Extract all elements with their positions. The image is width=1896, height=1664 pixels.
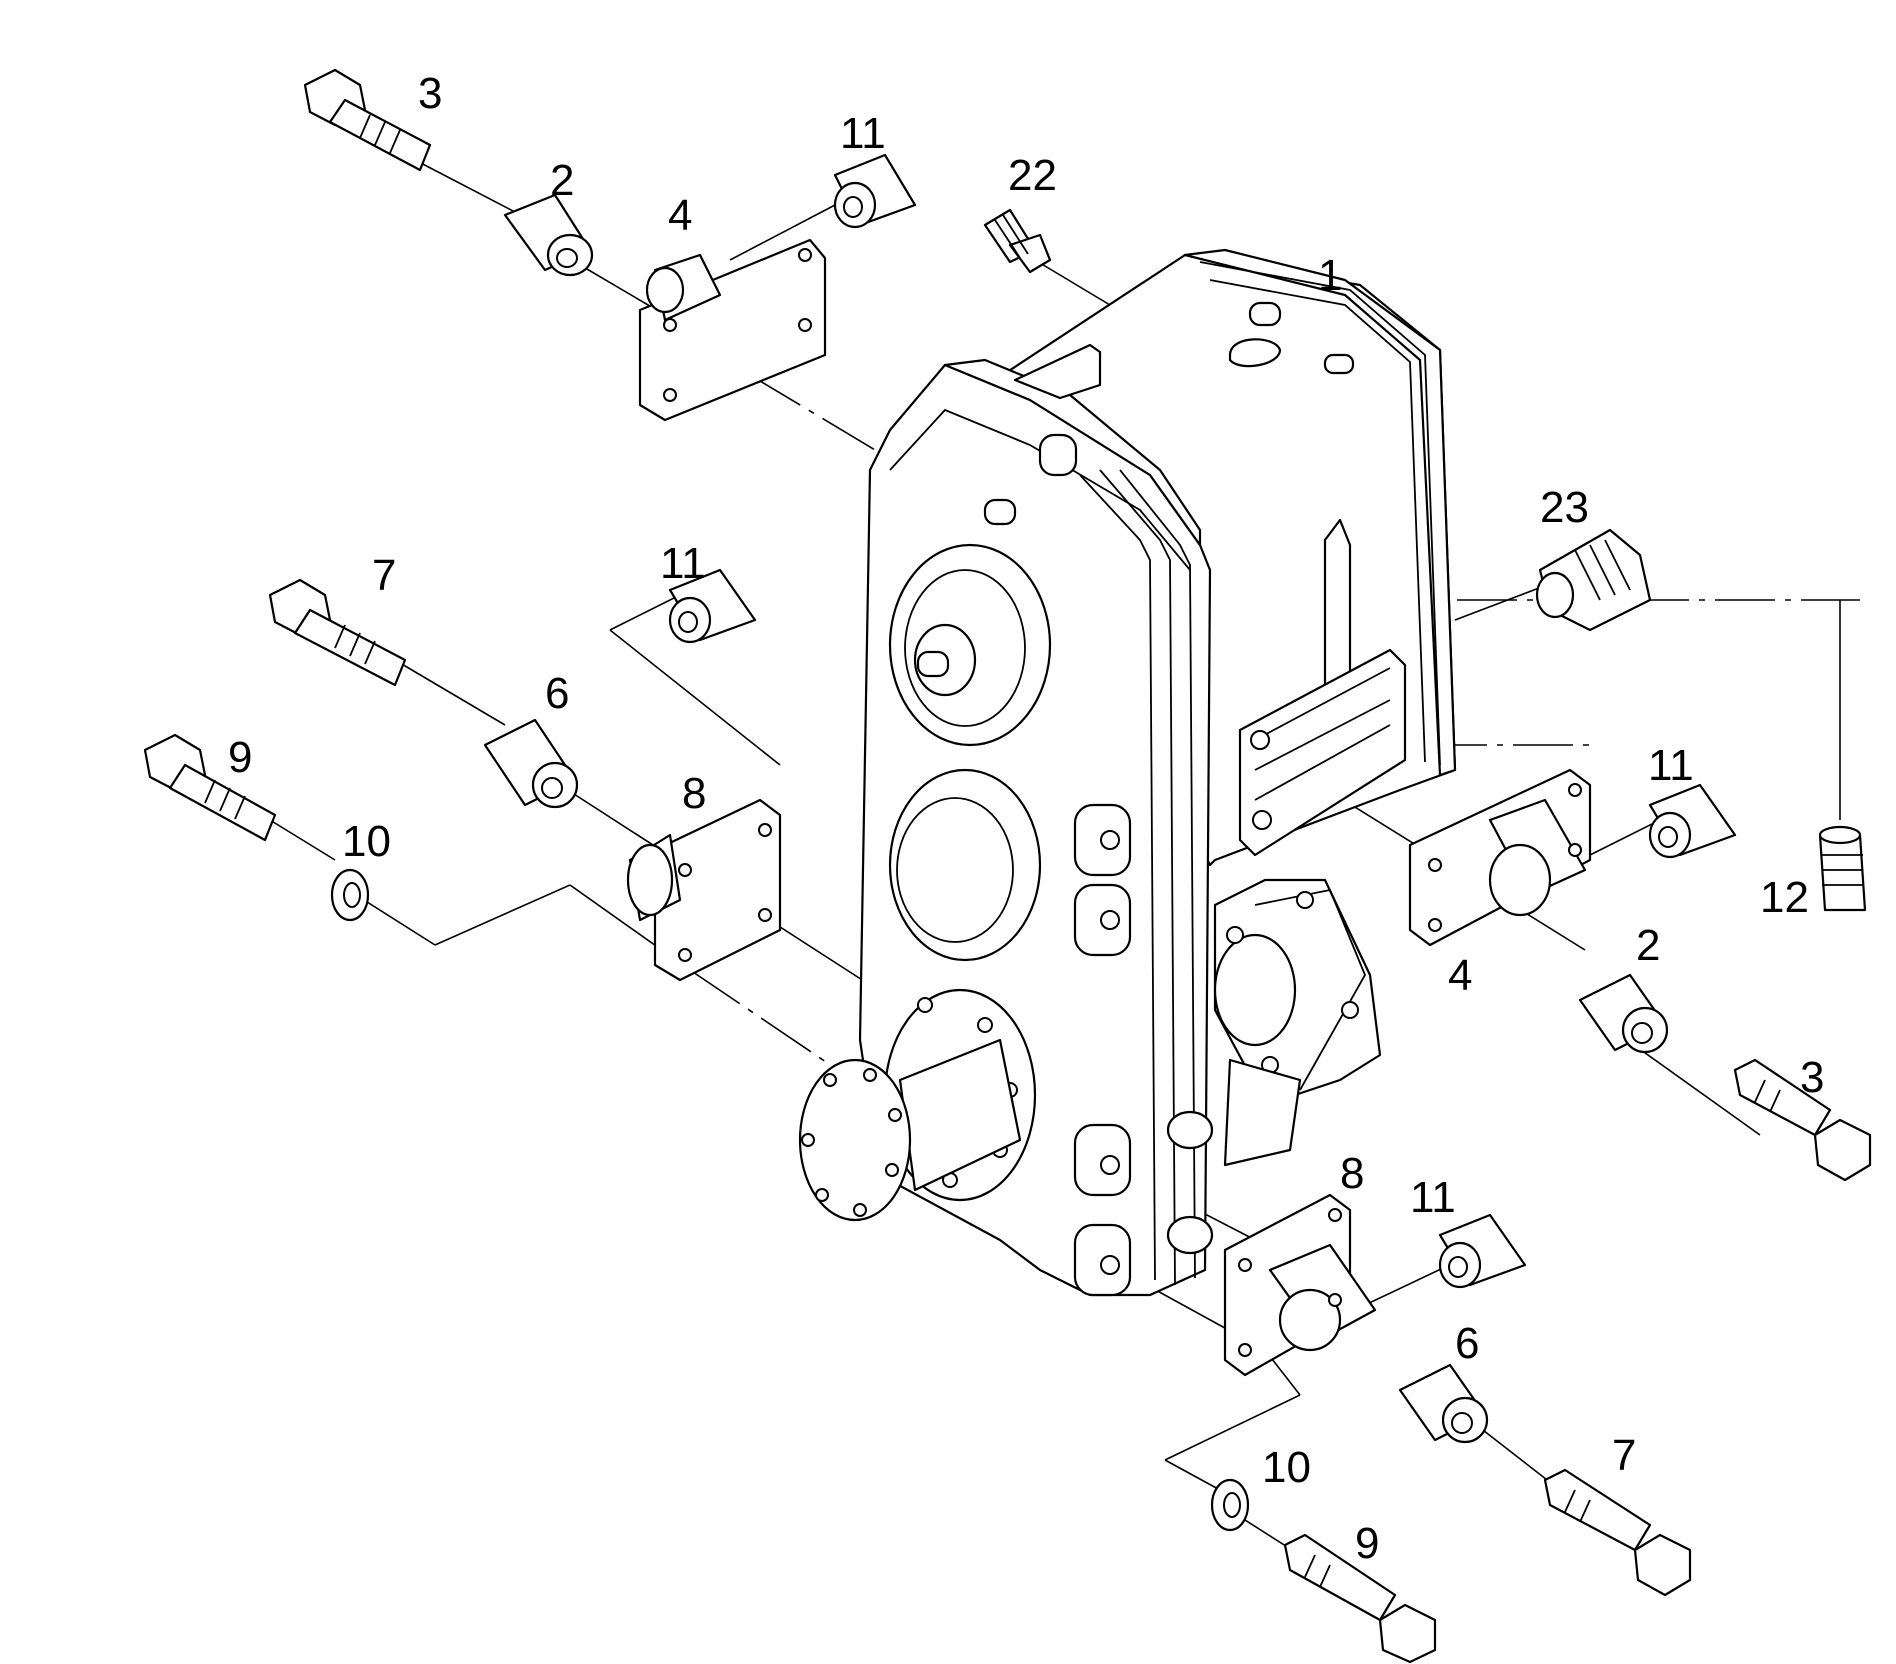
callout-11-right: 11 <box>1648 741 1694 790</box>
mount-bracket-8-left <box>626 798 782 982</box>
callout-6-left: 6 <box>545 669 569 718</box>
bushing-11-right <box>1648 783 1737 859</box>
bolt-9-left <box>143 733 277 842</box>
callout-23: 23 <box>1540 483 1589 532</box>
callout-2-right: 2 <box>1636 921 1660 970</box>
callout-12: 12 <box>1760 873 1809 922</box>
mount-bracket-8-bottom <box>1223 1193 1377 1377</box>
callout-3-top: 3 <box>418 69 442 118</box>
callout-7-bottom: 7 <box>1612 1431 1636 1480</box>
callout-3-right: 3 <box>1800 1053 1824 1102</box>
bushing-6-bottom <box>1398 1363 1489 1444</box>
bolt-9-bottom <box>1283 1533 1437 1664</box>
bushing-2-right <box>1578 973 1669 1054</box>
bolt-3-top <box>303 68 432 172</box>
callout-2-top: 2 <box>550 156 574 205</box>
bushing-11-top <box>833 153 917 229</box>
callout-7-left: 7 <box>372 551 396 600</box>
bolt-7-bottom <box>1543 1468 1692 1597</box>
mount-bracket-4-top <box>638 238 827 422</box>
callout-8-left: 8 <box>682 769 706 818</box>
callout-10-left: 10 <box>342 817 391 866</box>
callout-9-bottom: 9 <box>1355 1519 1379 1568</box>
callout-labels: 3 2 4 11 22 1 23 7 11 6 9 8 10 11 12 4 2… <box>228 69 1824 1568</box>
callout-8-bottom: 8 <box>1340 1149 1364 1198</box>
callout-22: 22 <box>1008 151 1057 200</box>
bushing-6-left <box>483 718 579 809</box>
callout-1: 1 <box>1318 251 1342 300</box>
bushing-11-bottom <box>1438 1213 1527 1289</box>
callout-4-top: 4 <box>668 191 692 240</box>
callout-9-left: 9 <box>228 733 252 782</box>
callout-4-right: 4 <box>1448 951 1472 1000</box>
callout-10-bottom: 10 <box>1262 1443 1311 1492</box>
fitting-23 <box>1535 528 1652 632</box>
callout-11-bottom: 11 <box>1410 1173 1456 1222</box>
washer-10-left <box>330 868 370 922</box>
mount-bracket-4-right <box>1408 768 1592 947</box>
bolt-7-left <box>268 578 407 687</box>
gearbox-housing <box>798 248 1457 1297</box>
fitting-22 <box>983 208 1052 274</box>
bushing-11-left <box>668 568 757 644</box>
plug-12 <box>1818 825 1867 912</box>
bushing-2-top <box>503 193 594 277</box>
callout-6-bottom: 6 <box>1455 1319 1479 1368</box>
callout-11-left: 11 <box>660 539 706 588</box>
bolt-3-right <box>1733 1058 1872 1182</box>
washer-10-bottom <box>1210 1478 1250 1532</box>
callout-11-top: 11 <box>840 109 886 158</box>
